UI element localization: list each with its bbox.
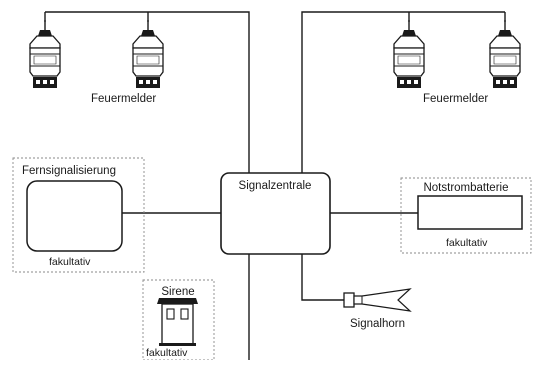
fire-detector-left-1: [29, 19, 61, 89]
siren-icon: [157, 298, 198, 346]
signal-central-unit: Signalzentrale: [220, 172, 331, 255]
signal-horn-unit: Signalhorn: [343, 288, 412, 330]
fire-detector-right-2: [489, 19, 521, 89]
right-detector-bus-line: [301, 11, 505, 173]
signal-central-label: Signalzentrale: [239, 180, 312, 192]
fire-detector-icon: [132, 19, 164, 89]
siren-note: fakultativ: [146, 347, 188, 359]
fire-detectors-right-label: Feuermelder: [423, 93, 488, 105]
remote-signaling-box: [26, 180, 123, 252]
battery-note: fakultativ: [446, 237, 488, 249]
fire-detector-icon: [29, 19, 61, 89]
fire-detector-left-2: [132, 19, 164, 89]
signal-horn-label: Signalhorn: [350, 318, 405, 330]
horn-link: [301, 254, 344, 301]
left-detector-bus-line: [45, 11, 250, 173]
signal-central-box: [220, 172, 331, 255]
fire-detectors-left-label: Feuermelder: [91, 93, 156, 105]
battery-box: [417, 195, 523, 230]
fire-detector-icon: [489, 19, 521, 89]
battery-title: Notstrombatterie: [423, 182, 508, 194]
remote-signaling-frame: [12, 157, 145, 273]
battery-frame: [400, 177, 532, 254]
siren-title: Sirene: [161, 286, 194, 298]
remote-signaling-note: fakultativ: [49, 256, 91, 268]
fire-detector-right-1: [393, 19, 425, 89]
emergency-battery-unit: Notstrombatterie fakultativ: [400, 177, 532, 254]
signal-horn-icon: [343, 288, 412, 312]
remote-signaling-title: Fernsignalisierung: [22, 165, 116, 177]
siren-unit: Sirene fakultativ: [142, 279, 215, 361]
remote-signaling-unit: Fernsignalisierung fakultativ: [12, 157, 145, 273]
siren-frame: [142, 279, 215, 361]
fire-detector-icon: [393, 19, 425, 89]
wiring: [44, 11, 506, 360]
